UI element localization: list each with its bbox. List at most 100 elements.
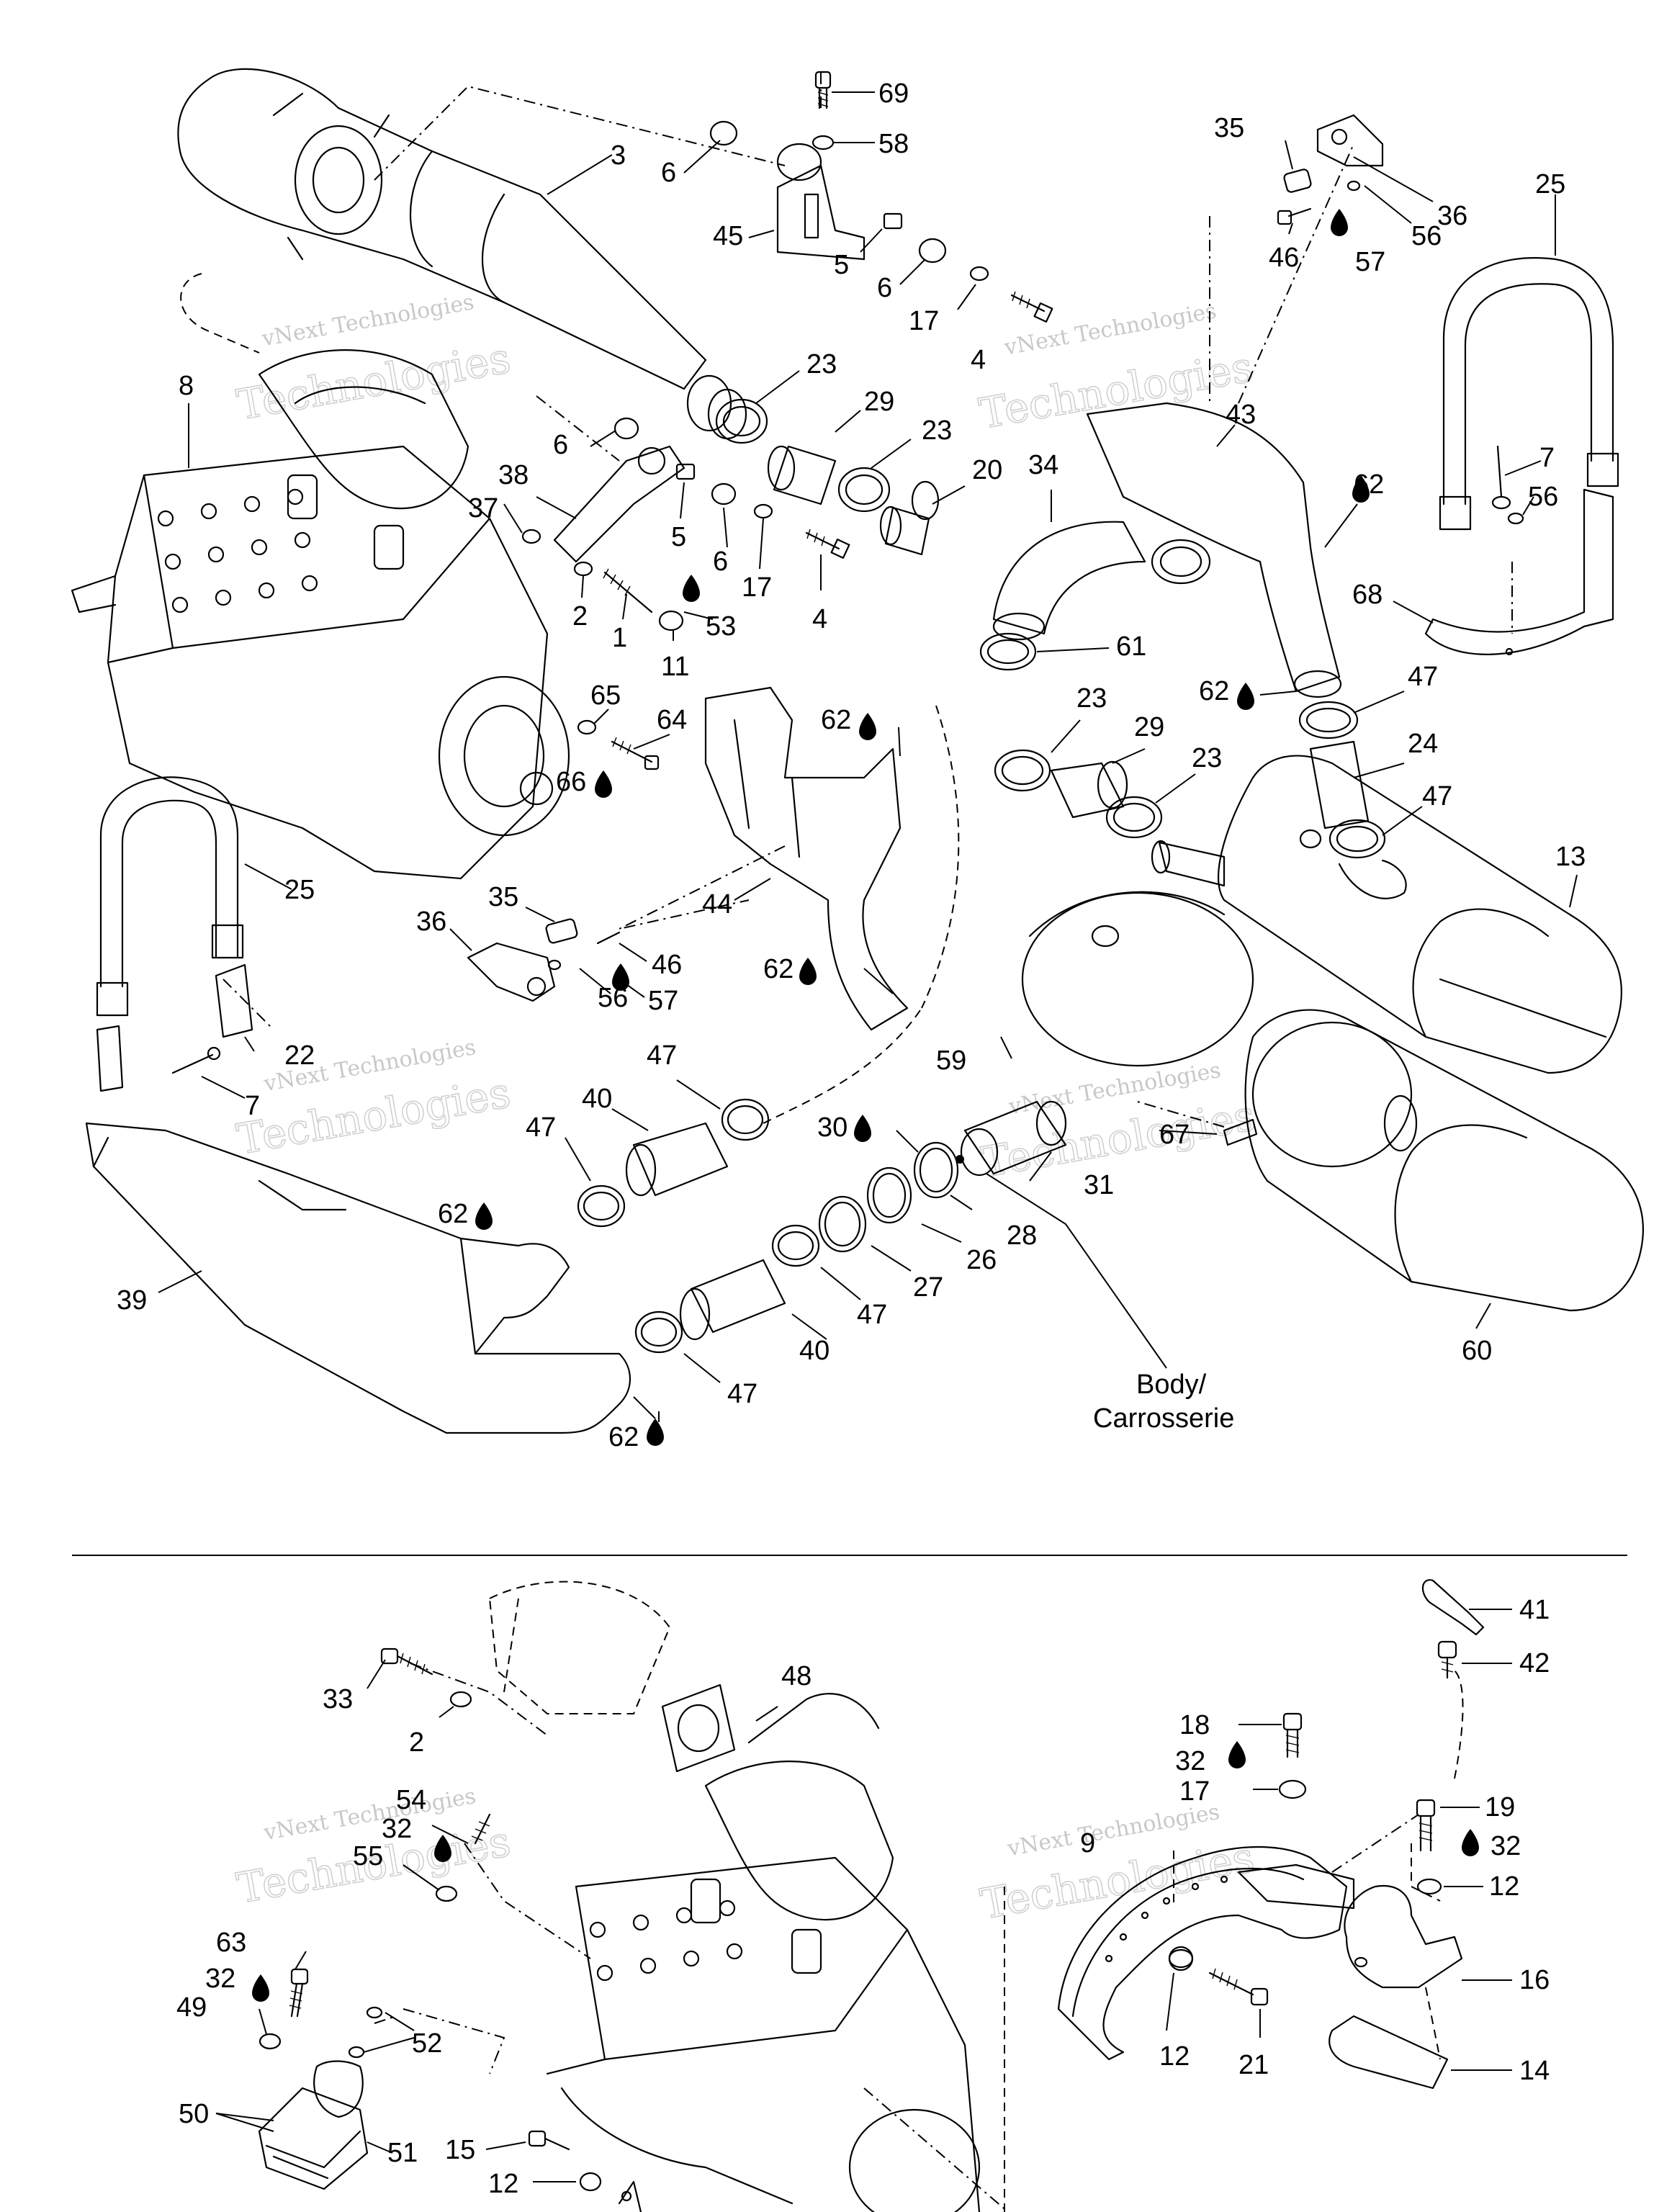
body-label: Body/ xyxy=(1136,1370,1207,1400)
part-label-58: 58 xyxy=(878,129,909,159)
guard-holes xyxy=(1105,1875,1228,1963)
oil-drop-icon xyxy=(1237,683,1254,710)
part-label-45: 45 xyxy=(713,221,743,251)
part-label-62: 62 xyxy=(1354,469,1384,500)
part-label-17: 17 xyxy=(909,306,939,336)
outlet-part-31 xyxy=(960,1100,1067,1177)
rivet-bracket-parts-lower-left xyxy=(96,963,253,1092)
part-label-52: 52 xyxy=(412,2028,442,2059)
part-label-62: 62 xyxy=(821,705,851,735)
part-label-12: 12 xyxy=(1159,2041,1190,2072)
part-label-64: 64 xyxy=(657,705,687,735)
part-label-5: 5 xyxy=(671,522,686,552)
connection-lines-lower xyxy=(374,1663,1464,2212)
oil-drop-icon xyxy=(252,1974,269,2002)
watermark-group: vNext Technologies Technologies xyxy=(975,298,1256,439)
strap-part-25-upper xyxy=(1439,257,1619,531)
part-label-54: 54 xyxy=(396,1785,426,1815)
part-label-51: 51 xyxy=(387,2138,418,2168)
part-label-32: 32 xyxy=(1491,1831,1521,1861)
part-label-14: 14 xyxy=(1519,2056,1550,2086)
part-label-11: 11 xyxy=(661,652,689,682)
watermark-group: vNext Technologies Technologies xyxy=(233,289,514,430)
part-label-47: 47 xyxy=(526,1112,556,1143)
upper-hardware xyxy=(521,71,1053,770)
part-label-33: 33 xyxy=(323,1684,353,1714)
part-label-17: 17 xyxy=(1179,1776,1210,1807)
part-label-22: 22 xyxy=(284,1040,315,1071)
part-label-29: 29 xyxy=(864,387,894,417)
oil-drop-icon xyxy=(799,958,817,985)
strap-part-25-lower xyxy=(96,776,244,1017)
oil-drop-icon xyxy=(475,1202,493,1230)
part-label-47: 47 xyxy=(1408,662,1438,692)
watermark-group: vNext Technologies Technologies xyxy=(976,1799,1258,1929)
watermark-group: vNext Technologies Technologies xyxy=(978,1058,1259,1187)
part-label-27: 27 xyxy=(913,1272,943,1303)
part-label-19: 19 xyxy=(1485,1792,1515,1822)
part-label-47: 47 xyxy=(857,1300,887,1330)
part-label-47: 47 xyxy=(727,1379,757,1409)
part-label-26: 26 xyxy=(966,1245,997,1275)
part-label-43: 43 xyxy=(1226,400,1256,430)
part-label-39: 39 xyxy=(117,1285,147,1316)
part-label-38: 38 xyxy=(498,460,529,490)
part-label-46: 46 xyxy=(1269,243,1299,273)
part-label-21: 21 xyxy=(1238,2050,1269,2080)
oil-drop-icon xyxy=(859,713,876,740)
connection-lines-upper xyxy=(180,68,1513,1128)
part-label-7: 7 xyxy=(245,1091,260,1121)
muffler-part-59 xyxy=(1021,891,1254,1067)
exhaust-pipe-part-34 xyxy=(992,521,1146,641)
oil-drop-icon xyxy=(1352,475,1370,503)
muffler-part-60 xyxy=(1244,1009,1644,1312)
part-label-25: 25 xyxy=(284,875,315,905)
part-label-6: 6 xyxy=(877,273,892,303)
part-label-7: 7 xyxy=(1539,443,1555,473)
bracket-part-68 xyxy=(1424,488,1614,656)
oil-drop-icon xyxy=(1331,209,1348,236)
oil-drop-icon xyxy=(683,575,700,602)
part-label-56: 56 xyxy=(1411,221,1442,251)
watermark-vnext-1: vNext Technologies xyxy=(259,289,476,351)
ring-parts-26-28 xyxy=(818,1141,964,1253)
part-label-25: 25 xyxy=(1535,169,1565,199)
oil-drop-icon xyxy=(1228,1741,1246,1768)
part-label-35: 35 xyxy=(1214,113,1244,143)
part-label-56: 56 xyxy=(1528,482,1558,512)
gasket-part-48 xyxy=(661,1683,736,1773)
leader-lines xyxy=(158,91,1578,2182)
part-label-46: 46 xyxy=(652,950,682,980)
clamp-sleeve-group-middle xyxy=(979,632,1407,899)
part-number-labels: 69 58 3 6 45 5 6 17 4 35 36 56 46 57 25 … xyxy=(117,78,1586,2199)
part-label-62: 62 xyxy=(608,1422,639,1452)
oil-drop-icon xyxy=(595,770,612,798)
bracket-part-45 xyxy=(776,143,866,261)
oil-drop-icon xyxy=(1462,1829,1479,1856)
engine-bolts xyxy=(157,488,318,613)
part-label-34: 34 xyxy=(1028,450,1058,480)
part-label-47: 47 xyxy=(647,1040,677,1071)
part-label-37: 37 xyxy=(468,493,498,523)
part-label-68: 68 xyxy=(1352,580,1382,610)
sleeve-clamp-group-lower xyxy=(577,1098,820,1354)
part-label-57: 57 xyxy=(1355,247,1385,277)
part-label-6: 6 xyxy=(661,158,676,188)
engine-lower-bolts xyxy=(589,1899,743,1982)
part-label-50: 50 xyxy=(179,2099,209,2129)
part-label-44: 44 xyxy=(702,889,732,920)
part-label-6: 6 xyxy=(713,547,728,577)
part-label-53: 53 xyxy=(706,611,736,642)
part-label-65: 65 xyxy=(590,680,621,711)
tailpipe-part-39 xyxy=(85,1122,631,1434)
lower-left-hardware xyxy=(258,1647,642,2212)
rivet-part-7-upper xyxy=(1491,445,1524,525)
oil-drop-icon xyxy=(434,1835,451,1862)
part-label-42: 42 xyxy=(1519,1648,1550,1678)
part-label-36: 36 xyxy=(1437,201,1467,231)
part-label-16: 16 xyxy=(1519,1965,1550,1995)
part-label-2: 2 xyxy=(572,601,588,631)
part-label-23: 23 xyxy=(1192,743,1222,773)
part-label-59: 59 xyxy=(936,1046,966,1076)
